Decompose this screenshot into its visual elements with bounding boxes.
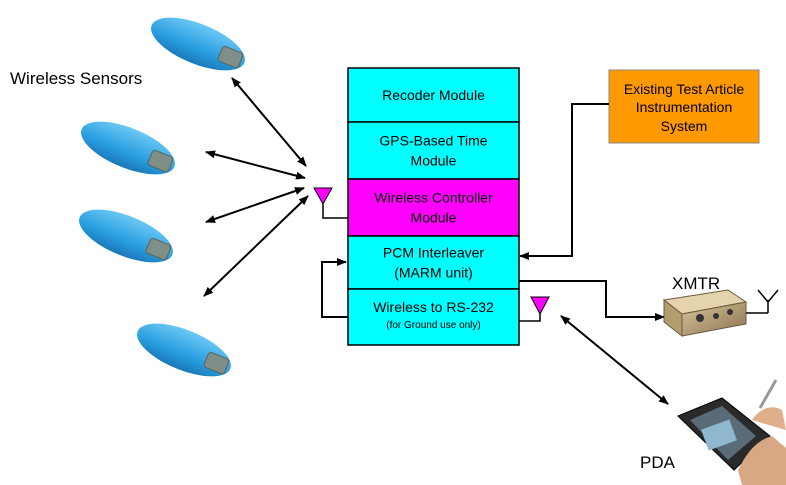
wireless-sensors-label: Wireless Sensors: [10, 69, 142, 88]
xmtr-label: XMTR: [672, 274, 720, 293]
wireless-controller-module-label-2: Module: [411, 210, 457, 226]
recoder-module-label-1: Recoder Module: [382, 87, 485, 103]
sensor-link-3: [205, 187, 305, 223]
sensor-link-2: [205, 150, 306, 180]
wireless-controller-module-box: [347, 178, 520, 237]
wireless-rs232-label-2: (for Ground use only): [386, 320, 481, 331]
wireless-controller-module-label-1: Wireless Controller: [374, 190, 493, 206]
existing-system-label-2: Instrumentation: [636, 99, 733, 115]
wireless-sensor-3: [79, 209, 173, 263]
rs232-pda-link: [560, 315, 669, 405]
wireless-rs232-label-1: Wireless to RS-232: [373, 299, 494, 315]
wireless-sensor-2: [81, 121, 175, 175]
wireless-sensor-1: [151, 17, 245, 71]
recoder-module-box: [347, 67, 520, 123]
existing-system-label-3: System: [661, 118, 708, 134]
existing-system-label-1: Existing Test Article: [624, 81, 745, 97]
pda-label: PDA: [640, 453, 676, 472]
gps-time-module-label-1: GPS-Based Time: [379, 133, 487, 149]
pda-device-icon: [677, 379, 786, 485]
xmtr-device-icon: [662, 289, 779, 338]
gps-time-module-box: [347, 121, 520, 180]
rs232-antenna-icon: [519, 296, 550, 322]
wireless-rs232-box: [347, 288, 520, 346]
sensor-link-4: [203, 195, 309, 297]
pcm-interleaver-label-1: PCM Interleaver: [383, 245, 484, 261]
existing-to-pcm-connector: [519, 103, 609, 260]
rs232-loop-connector: [321, 258, 348, 318]
controller-antenna-icon: [313, 187, 348, 219]
wireless-sensor-4: [137, 323, 231, 377]
sensor-link-1: [231, 77, 307, 167]
gps-time-module-label-2: Module: [411, 153, 457, 169]
pcm-interleaver-label-2: (MARM unit): [394, 265, 473, 281]
